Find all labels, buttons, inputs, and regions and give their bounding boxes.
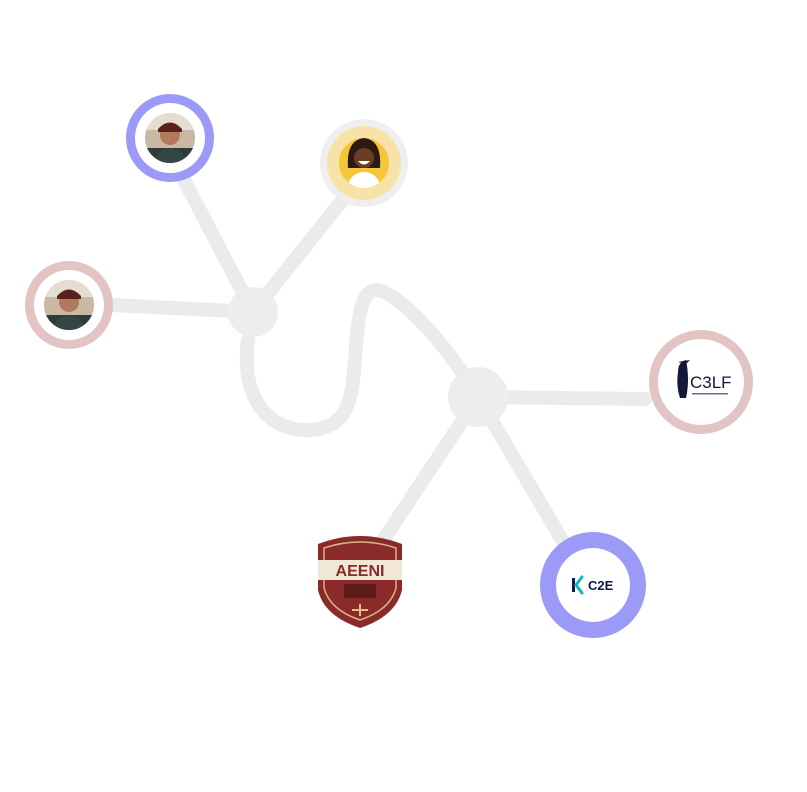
c3lf-logo-text: C3LF [690, 373, 732, 392]
logo-ring-inner [658, 339, 744, 425]
aeeni-banner [318, 560, 402, 580]
logo-ring-inner [556, 548, 630, 622]
edges [105, 171, 652, 552]
aeeni-logo-text: AEENI [336, 563, 385, 580]
aeeni-shield-icon [318, 536, 402, 628]
logo-node-c2e[interactable]: C2E [540, 532, 646, 638]
person-photo-icon [145, 113, 195, 163]
aeeni-chip-icon [344, 584, 376, 598]
edge-hub1-person1 [176, 171, 260, 319]
edge-hub1-hub2 [239, 283, 485, 438]
c3lf-penguin-icon [677, 360, 690, 398]
c2e-logo-text: C2E [588, 578, 614, 593]
c3lf-tagline-mark [692, 393, 728, 395]
aeeni-emblem-icon [352, 604, 368, 616]
logo-node-c3lf[interactable]: C3LF [649, 330, 753, 434]
hub-node-1 [228, 287, 278, 337]
person-photo-icon [44, 280, 94, 330]
hub-node-2 [448, 367, 508, 427]
person-photo-icon [339, 138, 389, 188]
avatar-node-person-2[interactable] [320, 119, 408, 207]
logo-node-aeeni[interactable]: AEENI [318, 536, 402, 628]
avatar-node-person-1[interactable] [126, 94, 214, 182]
avatar-node-person-3[interactable] [25, 261, 113, 349]
aeeni-shield-border [323, 541, 397, 621]
c2e-mark-icon [572, 575, 584, 595]
